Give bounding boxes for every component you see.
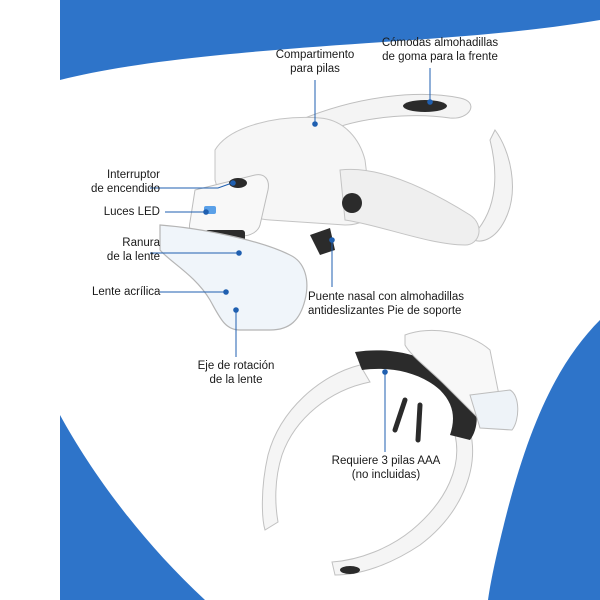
label-forehead-pads: Cómodas almohadillas de goma para la fre… [381,37,499,63]
side-knob-icon [342,193,362,213]
dot-acrylic-lens [223,289,229,295]
forehead-pad-black [403,100,447,112]
callout-dots [203,99,433,375]
lower-stand-legs [392,397,423,443]
top-left-blue-swoosh [60,0,600,80]
leader-lines [150,68,431,452]
upper-side-wing [339,168,480,246]
bottom-left-blue-swoosh [60,415,205,600]
label-battery-compartment: Compartimento para pilas [275,49,355,75]
headset-lower-illustration [261,329,519,576]
upper-side-arm [469,129,513,242]
dot-battery-requirement [382,369,388,375]
label-battery-requirement: Requiere 3 pilas AAA (no incluidas) [331,455,441,481]
lower-lens [469,389,519,431]
label-lens-rotation-axis: Eje de rotación de la lente [197,360,275,386]
nose-bridge-pads [310,228,335,255]
dot-power-switch [230,180,236,186]
label-led-lights: Luces LED [103,206,160,218]
lower-rear-strap [331,429,474,576]
lower-strap-end-icon [340,566,360,574]
dot-forehead-pads [427,99,433,105]
label-power-switch: Interruptor de encendido [90,169,160,195]
dot-nose-bridge [329,237,335,243]
label-lens-slot: Ranura de la lente [106,237,160,263]
acrylic-lens-shape [159,224,308,331]
dot-led [203,209,209,215]
label-acrylic-lens: Lente acrílica [92,286,161,298]
label-nose-bridge: Puente nasal con almohadillas antidesliz… [308,291,464,317]
dot-battery-compartment [312,121,318,127]
lower-headband-loop [261,364,371,531]
leader-power-switch [150,182,233,189]
right-blue-swoosh [488,320,600,600]
dot-lens-slot [236,250,242,256]
headset-upper-illustration [159,94,513,331]
dot-rotation-axis [233,307,239,313]
